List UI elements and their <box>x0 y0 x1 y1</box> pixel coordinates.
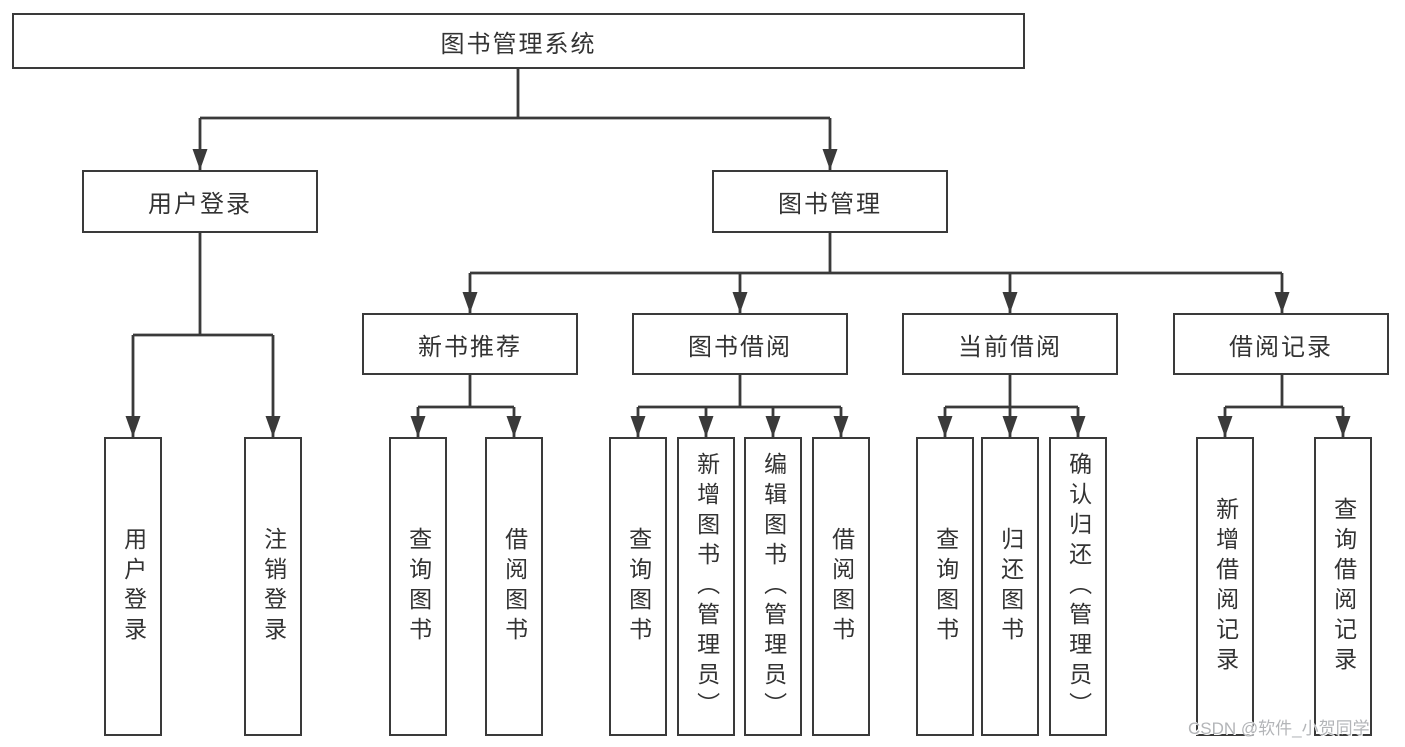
rail-book-management <box>470 233 1282 275</box>
leaf-return-books: 归还图书 <box>981 437 1039 736</box>
rail-new-book-rec <box>418 375 514 409</box>
node-user-login: 用户登录 <box>82 170 318 233</box>
node-current-borrow: 当前借阅 <box>902 313 1118 375</box>
node-root-system: 图书管理系统 <box>12 13 1025 69</box>
leaf-borrow-books-1: 借阅图书 <box>485 437 543 736</box>
leaf-borrow-books-2: 借阅图书 <box>812 437 870 736</box>
rail-root <box>200 69 830 120</box>
node-borrow-records: 借阅记录 <box>1173 313 1389 375</box>
leaf-query-books-1: 查询图书 <box>389 437 447 736</box>
leaf-query-borrow-record: 查询借阅记录 <box>1314 437 1372 736</box>
rail-user-login <box>133 233 273 337</box>
node-book-management: 图书管理 <box>712 170 948 233</box>
leaf-user-login: 用户登录 <box>104 437 162 736</box>
rail-current-borrow <box>945 375 1078 409</box>
leaf-logout: 注销登录 <box>244 437 302 736</box>
leaf-add-borrow-record: 新增借阅记录 <box>1196 437 1254 736</box>
leaf-edit-books-admin: 编辑图书（管理员） <box>744 437 802 736</box>
rail-borrow-records <box>1225 375 1343 409</box>
node-book-borrow: 图书借阅 <box>632 313 848 375</box>
leaf-add-books-admin: 新增图书（管理员） <box>677 437 735 736</box>
node-new-book-recommend: 新书推荐 <box>362 313 578 375</box>
rail-book-borrow <box>638 375 841 409</box>
leaf-query-books-3: 查询图书 <box>916 437 974 736</box>
leaf-confirm-return-admin: 确认归还（管理员） <box>1049 437 1107 736</box>
csdn-watermark: CSDN @软件_小贺同学 <box>1188 719 1370 738</box>
leaf-query-books-2: 查询图书 <box>609 437 667 736</box>
